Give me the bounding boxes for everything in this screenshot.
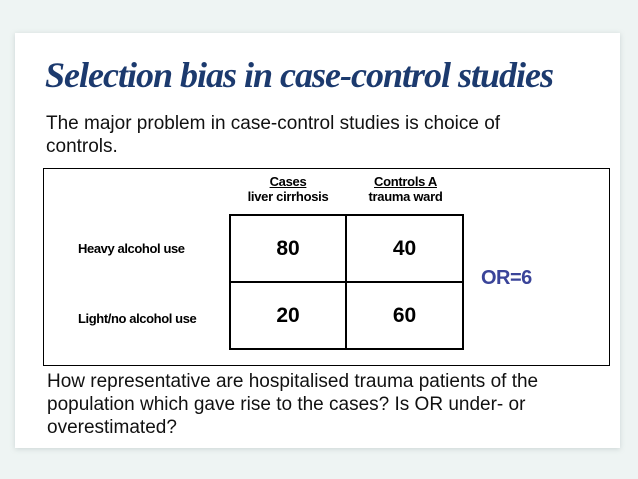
row-label-light-alcohol: Light/no alcohol use — [78, 311, 197, 326]
odds-ratio-annotation: OR=6 — [481, 267, 532, 289]
intro-line: The major problem in case-control studie… — [46, 113, 501, 134]
slide-title: Selection bias in case-control studies — [45, 55, 554, 95]
two-by-two-grid: 80 40 20 60 — [229, 214, 464, 350]
cell-light-cases: 20 — [229, 283, 347, 350]
column-header-cases-subtitle: liver cirrhosis — [247, 189, 329, 204]
footer-line: How representative are hospitalised trau… — [47, 371, 539, 392]
column-header-controls-title: Controls A — [374, 174, 437, 189]
intro-line: controls. — [46, 135, 118, 157]
column-header-cases-title: Cases — [269, 174, 307, 189]
column-header-controls: Controls A trauma ward — [347, 174, 464, 204]
footer-line: population which gave rise to the cases?… — [47, 394, 526, 415]
cell-heavy-cases: 80 — [229, 214, 347, 283]
column-header-controls-subtitle: trauma ward — [368, 189, 443, 204]
footer-paragraph: How representative are hospitalised trau… — [47, 370, 607, 439]
column-header-cases: Cases liver cirrhosis — [229, 174, 347, 204]
row-label-heavy-alcohol: Heavy alcohol use — [78, 241, 185, 256]
contingency-table-box: Cases liver cirrhosis Controls A trauma … — [43, 168, 610, 366]
footer-line: overestimated? — [47, 417, 177, 438]
intro-paragraph: The major problem in case-control studie… — [46, 113, 586, 158]
slide-canvas: Selection bias in case-control studies T… — [15, 33, 620, 448]
cell-light-controls: 60 — [347, 283, 464, 350]
cell-heavy-controls: 40 — [347, 214, 464, 283]
